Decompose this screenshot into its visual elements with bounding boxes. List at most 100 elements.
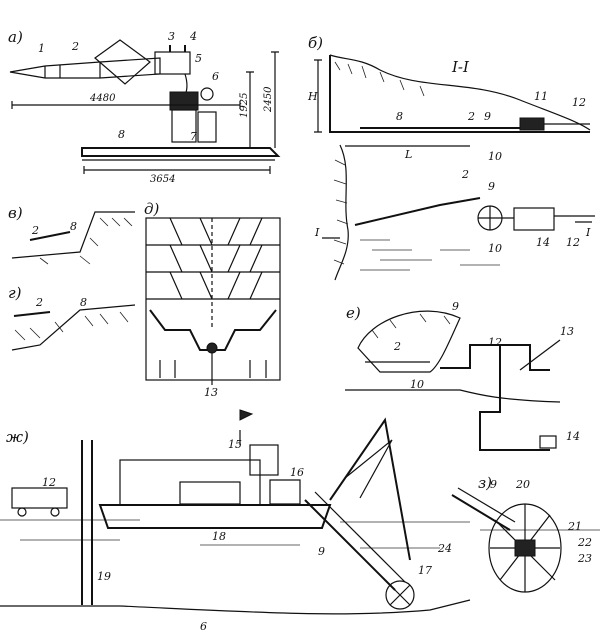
- v-ground-profile: [11, 211, 135, 259]
- zh-num-12: 12: [42, 476, 56, 489]
- g-num-8: 8: [80, 296, 87, 309]
- plan-discharge: [502, 215, 595, 219]
- panel-b-letter: б): [308, 34, 323, 52]
- a-num-7: 7: [190, 130, 197, 143]
- d-block-ticks: [169, 217, 263, 300]
- v-num-2: 2: [31, 224, 39, 237]
- monitor-barrel: [9, 57, 161, 79]
- zh-cutter-blades: [389, 584, 411, 606]
- plan-face-edge: [334, 144, 349, 281]
- v-hatching: [39, 217, 133, 265]
- z-ladder-arm: [451, 494, 511, 531]
- z-num-21: 21: [567, 520, 582, 533]
- zh-num-15: 15: [228, 438, 242, 451]
- e-num-9: 9: [452, 300, 459, 313]
- d-stakes: [159, 360, 267, 378]
- a-num-8: 8: [118, 128, 125, 141]
- gear-wheel: [200, 87, 214, 101]
- b-num-8: 8: [396, 110, 403, 123]
- barrel-joints: [44, 62, 101, 78]
- panel-v-letter: в): [8, 204, 23, 222]
- dim-height2-line: [271, 51, 279, 148]
- monitor-head: [154, 51, 191, 75]
- e-num-13: 13: [560, 325, 574, 338]
- zh-car-wheel-2: [50, 507, 60, 517]
- b-num-10b: 10: [488, 242, 502, 255]
- zh-num-24: 24: [437, 542, 452, 555]
- z-num-22: 22: [577, 536, 592, 549]
- panel-z-letter: з): [478, 474, 492, 492]
- zh-flag: [239, 409, 254, 421]
- z-hub: [514, 539, 536, 557]
- section-label: I-I: [451, 58, 470, 76]
- b-num-12: 12: [572, 96, 586, 109]
- section-pump: [519, 117, 545, 131]
- b-num-14: 14: [536, 236, 550, 249]
- e-num-12: 12: [488, 336, 502, 349]
- panel-d-letter: д): [144, 200, 160, 218]
- d-strip-lines: [146, 244, 280, 300]
- a-num-3: 3: [168, 30, 175, 43]
- zh-gantry-truss: [344, 439, 393, 499]
- dim-length: 4480: [89, 93, 116, 104]
- b-num-12b: 12: [566, 236, 580, 249]
- plan-section-marks: [322, 221, 592, 239]
- plan-wheel-spokes: [478, 206, 502, 230]
- panel-d-face-plan: д) 13: [144, 200, 281, 399]
- g-ground-profile: [11, 304, 136, 351]
- sled-base: [81, 147, 281, 157]
- b-letter-I-left: I: [314, 226, 320, 239]
- z-num-9: 9: [490, 478, 497, 491]
- zh-superstructure: [119, 459, 261, 506]
- zh-cutter-head: [385, 580, 415, 610]
- zh-ladder-2: [314, 491, 406, 583]
- panel-e-letter: е): [346, 304, 361, 322]
- d-pump: [206, 342, 218, 354]
- zh-water-lines: [0, 519, 600, 549]
- e-pit-hatching: [371, 313, 451, 339]
- b-num-9: 9: [484, 110, 491, 123]
- dim-base: 3654: [150, 174, 175, 185]
- b-num-9b: 9: [488, 180, 495, 193]
- b-num-2: 2: [467, 110, 475, 123]
- zh-num-17: 17: [418, 564, 432, 577]
- zh-num-18: 18: [212, 530, 226, 543]
- dim-length-line: [11, 101, 241, 109]
- zh-num-19: 19: [97, 570, 111, 583]
- panel-g-letter: г): [8, 284, 22, 302]
- v-jet: [29, 231, 71, 241]
- swing-arc: [94, 39, 151, 85]
- pedestal-column: [171, 109, 197, 143]
- z-num-20: 20: [515, 478, 530, 491]
- e-num-10: 10: [410, 378, 424, 391]
- panel-zh-letter: ж): [6, 428, 29, 446]
- zh-cabin: [249, 444, 279, 476]
- zh-car-wheel-1: [17, 507, 27, 517]
- dim-height2: 2450: [263, 86, 274, 113]
- b-num-10: 10: [488, 150, 502, 163]
- e-num-2: 2: [393, 340, 401, 353]
- d-num-13: 13: [204, 386, 218, 399]
- zh-num-9: 9: [318, 545, 325, 558]
- e-ramp: [519, 339, 561, 371]
- panel-v-bank-wash: в) 2 8: [8, 204, 135, 265]
- zh-ladder: [304, 499, 396, 591]
- e-pump-house: [539, 435, 557, 449]
- e-ground-line: [345, 389, 561, 403]
- a-num-1: 1: [38, 42, 45, 55]
- g-num-2: 2: [35, 296, 43, 309]
- e-num-14: 14: [566, 430, 580, 443]
- zh-ground: [0, 599, 471, 615]
- a-num-5: 5: [195, 52, 202, 65]
- a-num-6: 6: [212, 70, 219, 83]
- e-pipeline-lower: [479, 345, 550, 451]
- g-hatching: [14, 311, 129, 341]
- v-num-8: 8: [70, 220, 77, 233]
- g-jet: [13, 311, 51, 317]
- dim-height1: 1925: [239, 93, 250, 118]
- slope-surface: [329, 54, 591, 131]
- dim-base-line: [83, 166, 271, 174]
- e-pit: [357, 310, 461, 373]
- a-num-2: 2: [71, 40, 79, 53]
